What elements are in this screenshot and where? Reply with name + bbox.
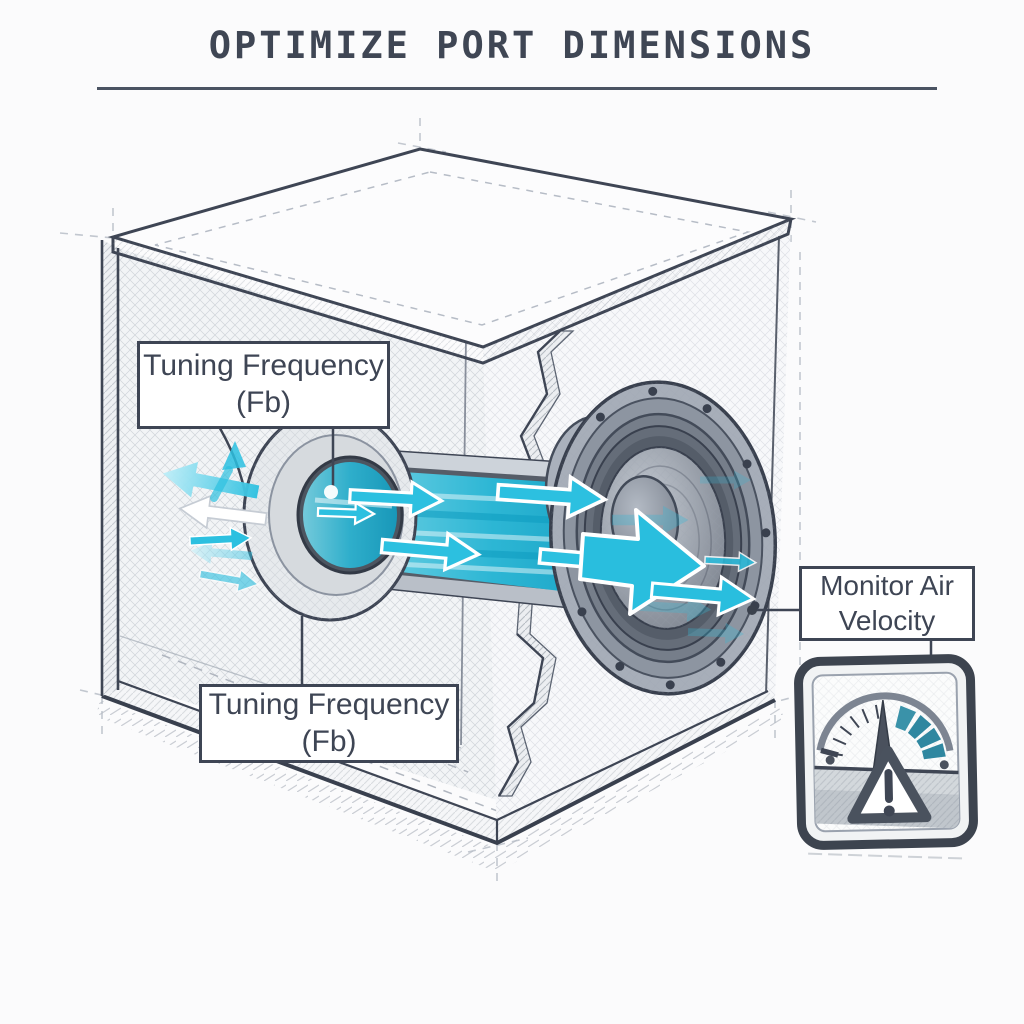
callout-text: Monitor Air — [820, 570, 954, 602]
top-panel — [107, 147, 797, 365]
title-underline — [97, 87, 937, 90]
callout-subtext: Velocity — [838, 604, 936, 636]
callout-subtext: (Fb) — [301, 724, 357, 758]
air-velocity-gauge-icon — [794, 654, 978, 860]
page-title: OPTIMIZE PORT DIMENSIONS — [208, 24, 816, 67]
airflow-arrow-icon — [159, 441, 758, 645]
callout-subtext: (Fb) — [236, 386, 291, 419]
left-wall-edge — [100, 240, 120, 696]
warning-triangle-icon — [847, 745, 932, 824]
callout-text: Tuning Frequency — [143, 349, 384, 383]
callout-tuning-frequency-top: Tuning Frequency (Fb) — [137, 341, 390, 429]
callout-tuning-frequency-bottom: Tuning Frequency (Fb) — [199, 684, 459, 763]
callout-text: Tuning Frequency — [208, 687, 450, 721]
gauge-danger-zone — [895, 705, 946, 760]
callout-monitor-air-velocity: Monitor Air Velocity — [799, 566, 975, 641]
ground-shadow — [96, 700, 786, 872]
